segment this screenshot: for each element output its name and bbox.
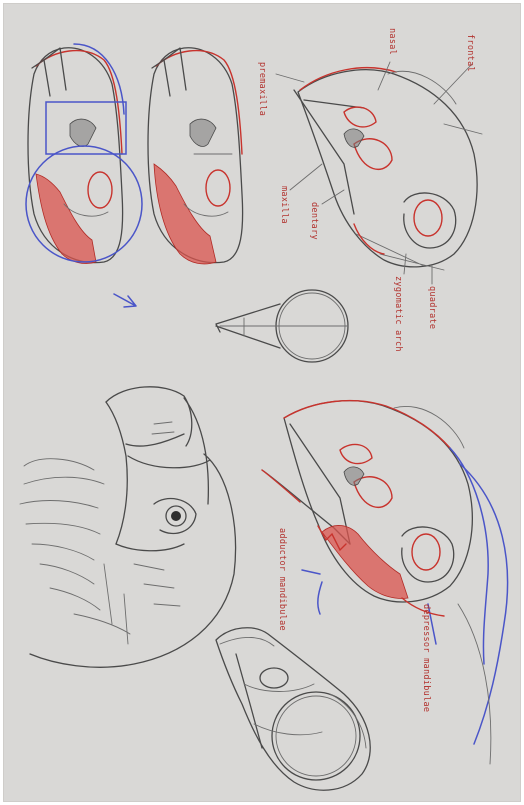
- eagle-head-sketch: [20, 387, 236, 667]
- label-adductor-mandibulae: adductor mandibulae: [277, 528, 287, 631]
- label-premaxilla: premaxilla: [257, 62, 267, 116]
- label-frontal: frontal: [465, 34, 475, 72]
- skull-labeled: nasal frontal premaxilla maxilla dentary…: [257, 28, 482, 352]
- label-quadrate: quadrate: [427, 286, 437, 329]
- label-zygomatic-arch: zygomatic arch: [393, 276, 403, 352]
- label-dentary: dentary: [309, 202, 319, 240]
- label-nasal: nasal: [387, 28, 397, 55]
- label-maxilla: maxilla: [279, 186, 289, 224]
- cone-sphere-sketch: [216, 290, 348, 362]
- skull-sketch-muscles: [148, 48, 243, 264]
- anatomy-drawing: nasal frontal premaxilla maxilla dentary…: [4, 4, 520, 801]
- sketch-sheet: nasal frontal premaxilla maxilla dentary…: [4, 4, 520, 801]
- skull-with-muscles-labeled: adductor mandibulae depressor mandibulae: [262, 401, 508, 764]
- skull-sketch-small: [216, 628, 370, 790]
- label-depressor-mandibulae: depressor mandibulae: [421, 604, 431, 712]
- skull-sketch-construction: [26, 44, 142, 307]
